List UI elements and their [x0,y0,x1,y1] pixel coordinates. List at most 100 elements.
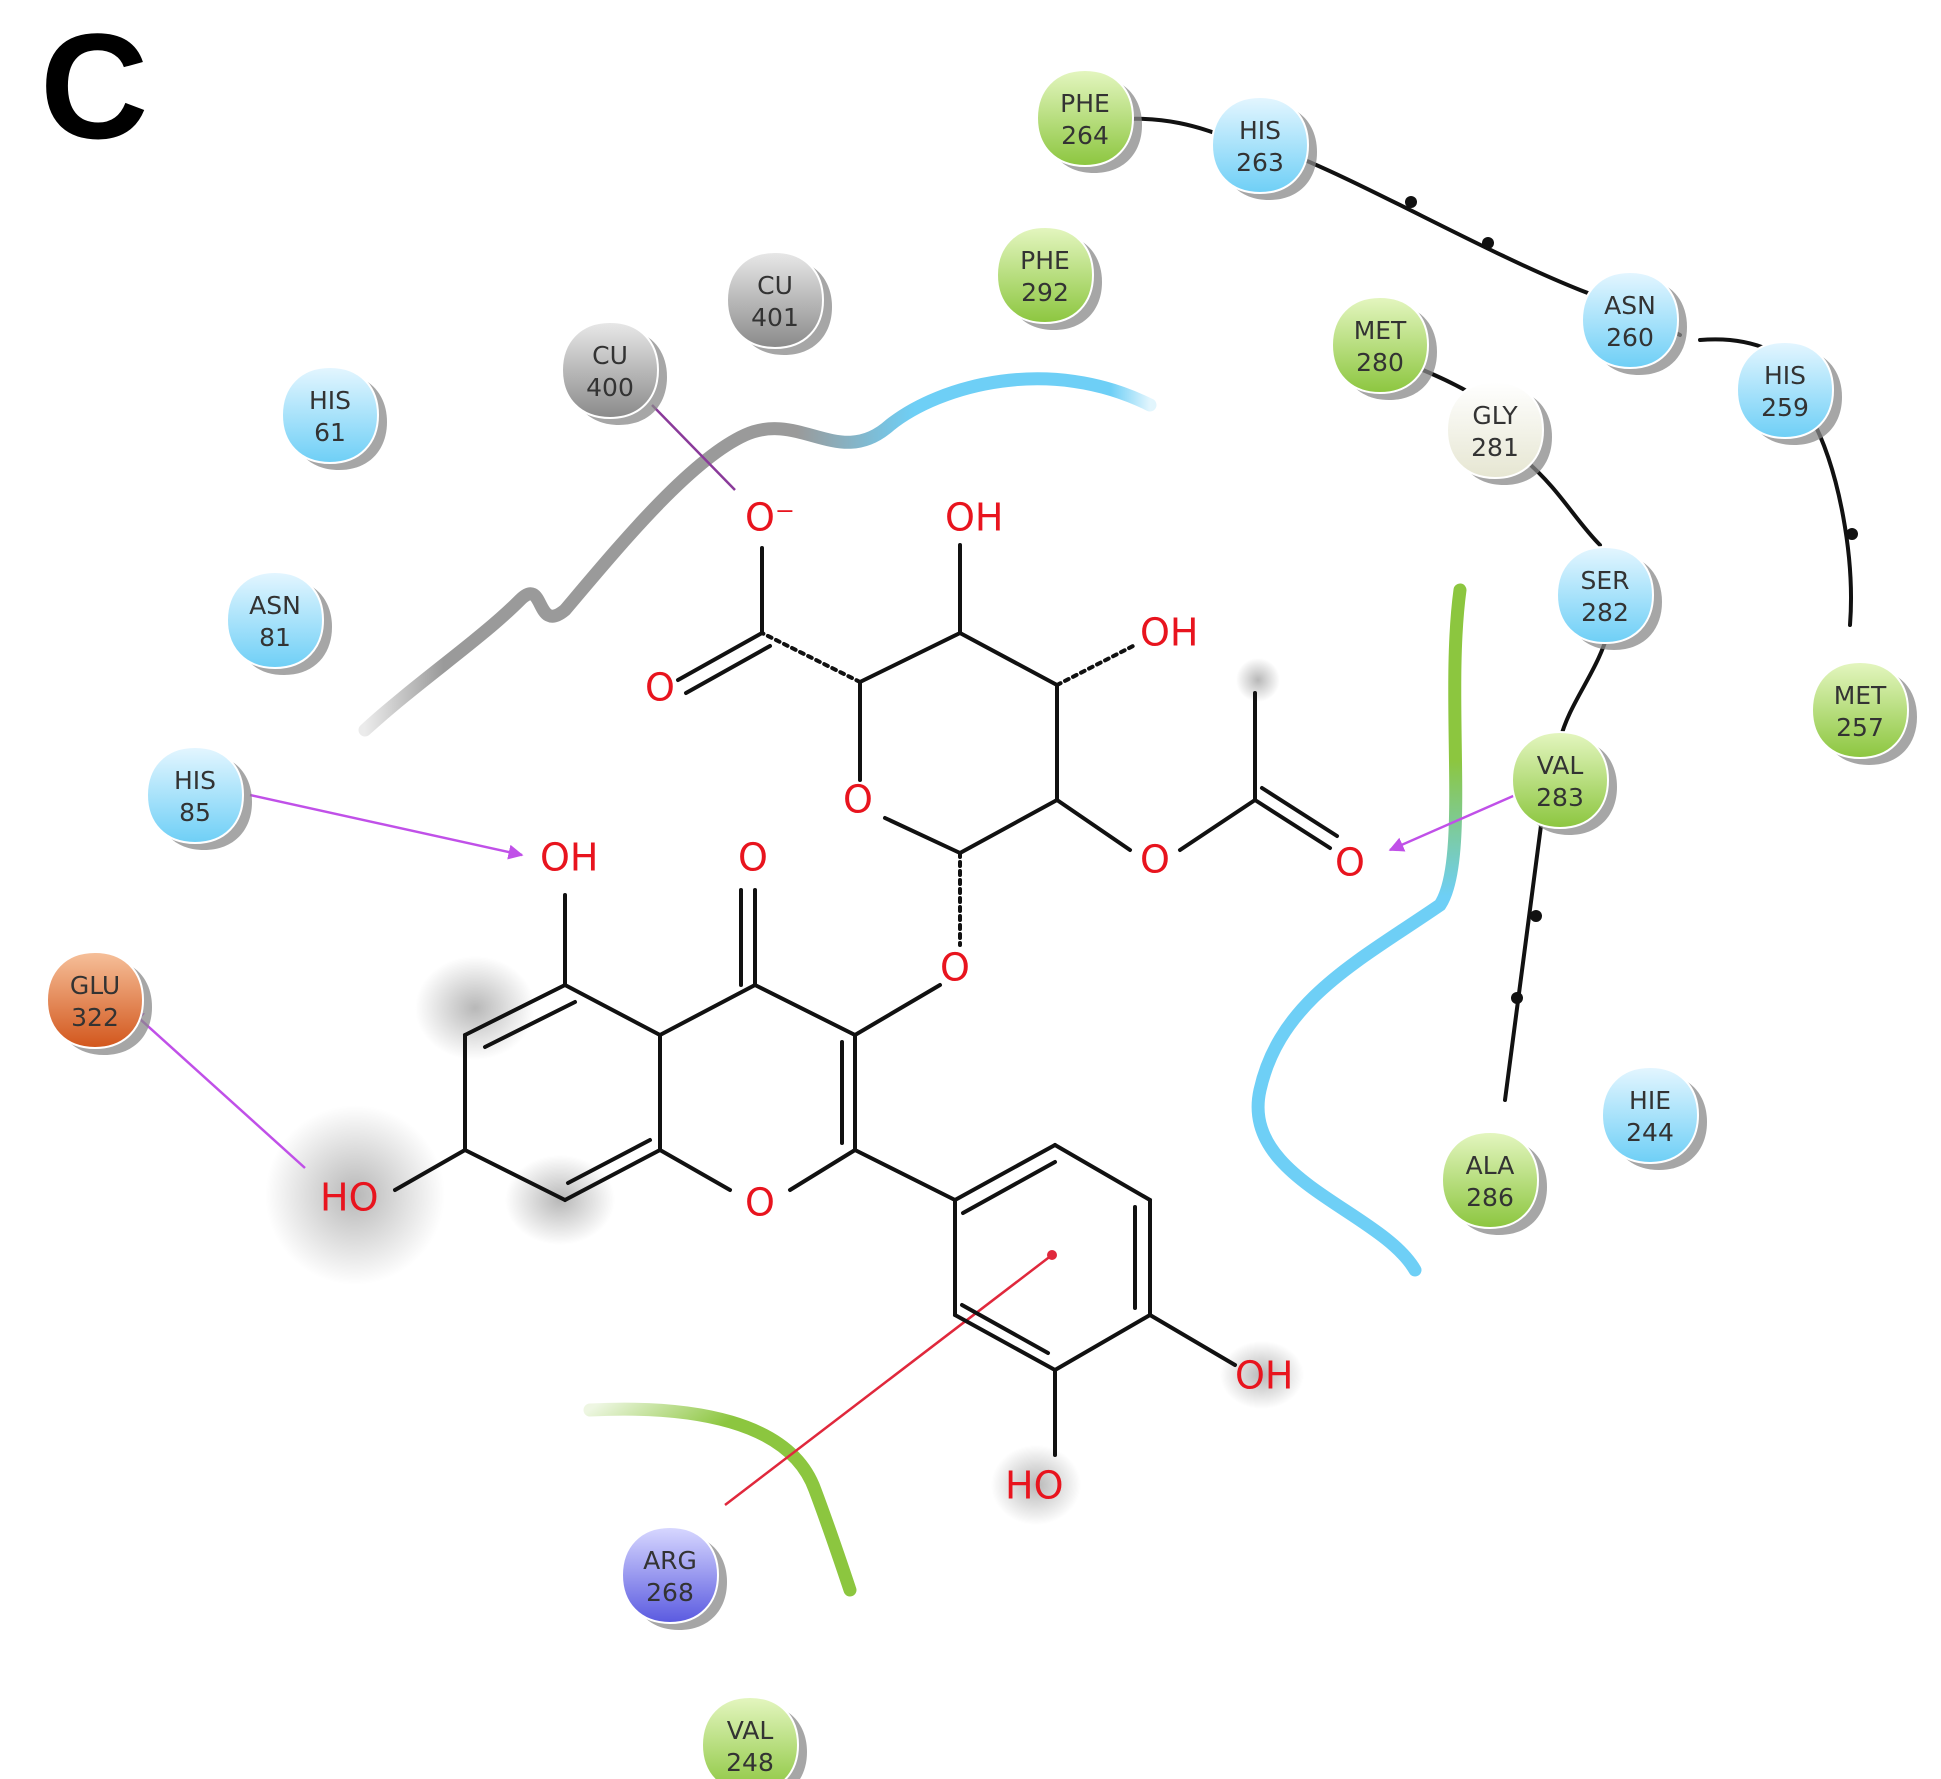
residue-shape [1580,270,1680,370]
residue-gly-281: GLY 281 [1445,380,1552,485]
residue-number: 401 [751,303,799,332]
residue-name: SER [1580,566,1629,595]
residue-name: PHE [1020,246,1070,275]
pocket-outline-right [1251,583,1467,1277]
atom-ester-oxygen: O [1140,838,1170,882]
residue-shape [995,225,1095,325]
residue-shape [145,745,245,845]
residue-arg-268: ARG 268 [620,1525,727,1630]
residue-val-248: VAL 248 [700,1695,807,1779]
residue-shape [1035,68,1135,168]
residue-shape [700,1695,800,1779]
hbond-his85 [249,793,524,860]
atom-hydroxyl-up: OH [945,496,1003,540]
residue-name: ALA [1466,1151,1515,1180]
residue-name: CU [757,271,793,300]
residue-number: 286 [1466,1183,1514,1212]
pi-ring-centroid [1047,1250,1057,1260]
residue-phe-292: PHE 292 [995,225,1102,330]
residue-name: ARG [643,1546,697,1575]
pocket-outline-top [358,372,1157,737]
residue-name: GLY [1472,401,1518,430]
residue-name: ASN [1604,291,1656,320]
residue-number: 61 [314,418,346,447]
residue-shape [1440,1130,1540,1230]
residue-shape [225,570,325,670]
residue-number: 260 [1606,323,1654,352]
atom-hydroxyl-5: OH [540,836,598,880]
residue-number: 85 [179,798,211,827]
residue-hie-244: HIE 244 [1600,1065,1707,1170]
residue-name: HIS [309,386,351,415]
residue-number: 263 [1236,148,1284,177]
backbone-connections [1110,116,1858,1102]
residue-his-61: HIS 61 [280,365,387,470]
residue-number: 259 [1761,393,1809,422]
residue-name: PHE [1060,89,1110,118]
residue-shape [1330,295,1430,395]
residue-shape [1600,1065,1700,1165]
residue-shape [560,320,660,420]
residue-number: 248 [726,1748,774,1777]
residue-number: 322 [71,1003,119,1032]
residue-name: HIE [1629,1086,1671,1115]
residue-shape [1445,380,1545,480]
atom-ring-oxygen: O [843,778,873,822]
solvent-exposure [265,658,1304,1525]
residue-name: HIS [1764,361,1806,390]
residue-glu-322: GLU 322 [45,950,152,1055]
residue-number: 280 [1356,348,1404,377]
residue-number: 264 [1061,121,1109,150]
residue-phe-264: PHE 264 [1035,68,1142,173]
atom-hydroxyl-3prime: HO [1005,1464,1063,1508]
residue-shape [725,250,825,350]
residue-number: 268 [646,1578,694,1607]
residue-asn-260: ASN 260 [1580,270,1687,375]
residue-ser-282: SER 282 [1555,545,1662,650]
atom-hydroxyl-right: OH [1140,611,1198,655]
residue-name: HIS [1239,116,1281,145]
ligand-bonds [393,543,1339,1457]
residue-shape [280,365,380,465]
atom-hydroxyl-7: HO [320,1176,378,1220]
residue-name: MET [1354,316,1407,345]
residue-asn-81: ASN 81 [225,570,332,675]
residue-number: 81 [259,623,291,652]
residue-number: 244 [1626,1118,1674,1147]
residue-name: GLU [70,971,120,1000]
pocket-outline [358,372,1467,1597]
residue-shape [1810,660,1910,760]
residue-shape [1735,340,1835,440]
residue-shape [1555,545,1655,645]
hbond-val283 [1388,791,1521,852]
residue-number: 292 [1021,278,1069,307]
residue-his-259: HIS 259 [1735,340,1842,445]
residue-number: 281 [1471,433,1519,462]
ligand-atoms: O⁻ OH OH O O O O O OH O O HO O OH HO [320,496,1365,1508]
atom-carbonyl-acid: O [645,666,675,710]
pocket-outline-bottom [583,1402,857,1597]
residue-number: 282 [1581,598,1629,627]
residue-name: VAL [727,1716,774,1745]
atom-chromone-carbonyl: O [738,836,768,880]
residue-met-280: MET 280 [1330,295,1437,400]
residue-number: 283 [1536,783,1584,812]
interactions [128,404,1521,1506]
hbond-glu322 [128,1008,306,1169]
residue-shape [1210,95,1310,195]
residue-number: 257 [1836,713,1884,742]
residue-his-263: HIS 263 [1210,95,1317,200]
residue-shape [1510,730,1610,830]
residue-number: 400 [586,373,634,402]
atom-glycosidic-oxygen: O [940,946,970,990]
residue-name: ASN [249,591,301,620]
atom-hydroxyl-4prime: OH [1235,1354,1293,1398]
pi-cation-line [724,1254,1053,1506]
residue-ala-286: ALA 286 [1440,1130,1547,1235]
